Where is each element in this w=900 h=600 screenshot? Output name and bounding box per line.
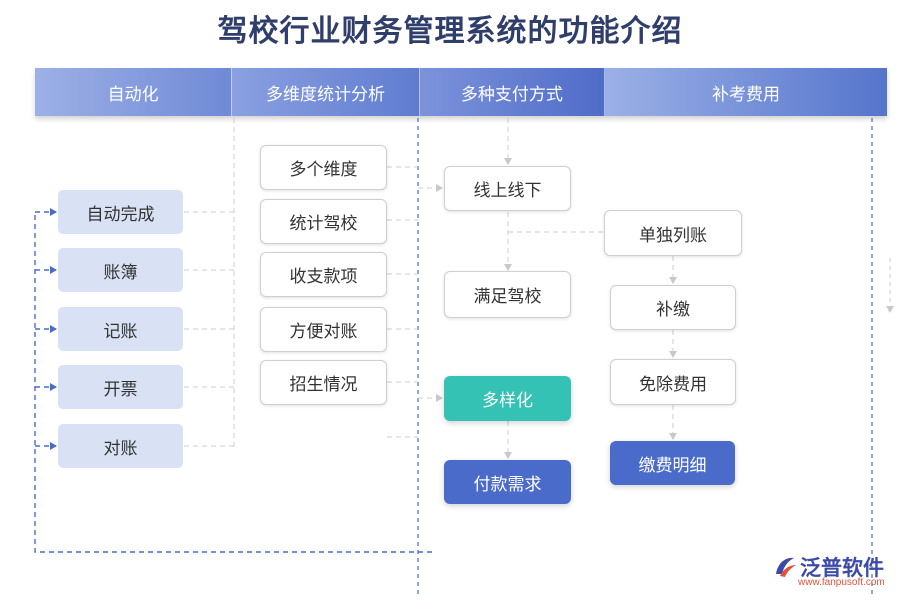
fee-waiver-box: 免除费用 — [610, 359, 736, 405]
invoicing-box: 开票 — [58, 365, 183, 409]
fanpu-logo-icon — [776, 557, 796, 577]
income-expense-box: 收支款项 — [260, 252, 387, 297]
column-header-payment: 多种支付方式 — [419, 68, 605, 116]
column-header-automation: 自动化 — [35, 68, 233, 116]
enrollment-box: 招生情况 — [260, 360, 387, 405]
ledger-box: 账簿 — [58, 248, 183, 292]
stats-school-box: 统计驾校 — [260, 199, 387, 244]
payment-detail-box: 缴费明细 — [610, 441, 735, 485]
supplementary-pay-box: 补缴 — [610, 285, 736, 330]
automation-loop-line — [34, 212, 432, 553]
page-title: 驾校行业财务管理系统的功能介绍 — [217, 14, 683, 49]
separate-account-box: 单独列账 — [604, 210, 742, 256]
payment-needs-box: 付款需求 — [444, 460, 571, 504]
easy-reconcile-box: 方便对账 — [260, 307, 387, 352]
column-header-bar: 自动化 多维度统计分析 多种支付方式 补考费用 — [35, 68, 887, 116]
logo-name: 泛普软件 — [800, 556, 884, 580]
brand-logo: 泛普软件 www.fanpusoft.com — [772, 552, 892, 592]
bookkeeping-box: 记账 — [58, 307, 183, 351]
multi-dimension-box: 多个维度 — [260, 145, 387, 190]
meet-school-box: 满足驾校 — [444, 271, 571, 318]
logo-url: www.fanpusoft.com — [798, 577, 885, 588]
column-header-makeup-fee: 补考费用 — [605, 68, 887, 116]
reconciliation-box: 对账 — [58, 424, 183, 468]
diversified-box: 多样化 — [444, 376, 571, 421]
online-offline-box: 线上线下 — [444, 166, 571, 211]
column-header-statistics: 多维度统计分析 — [232, 68, 420, 116]
auto-complete-box: 自动完成 — [58, 190, 183, 234]
